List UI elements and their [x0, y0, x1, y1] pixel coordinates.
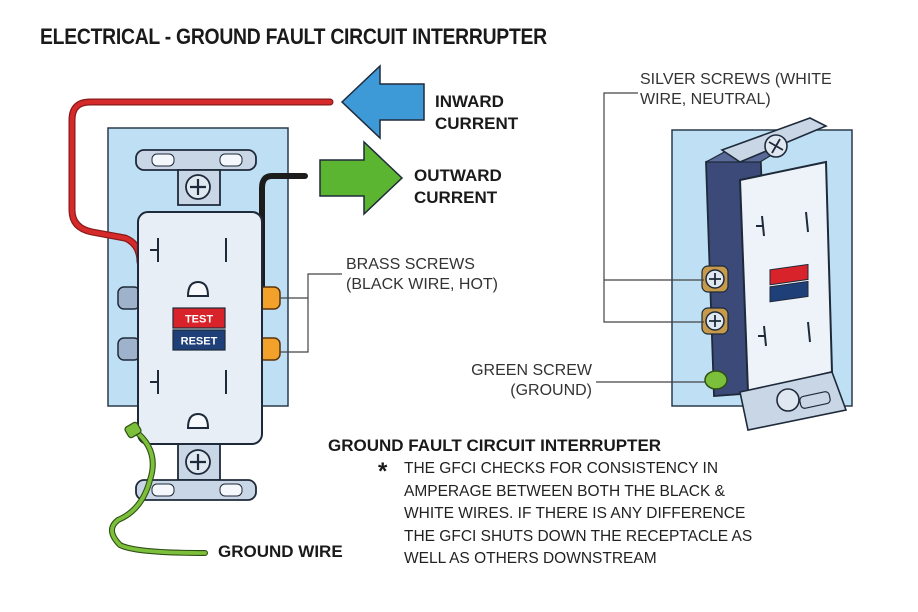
- outward-current-label: OUTWARD CURRENT: [414, 165, 502, 209]
- lower-receptacle: [150, 370, 227, 429]
- silver-screws-label-line2: WIRE, NEUTRAL): [640, 91, 771, 108]
- reset-button-angled: [769, 280, 809, 303]
- note-body: THE GFCI CHECKS FOR CONSISTENCY IN AMPER…: [404, 458, 752, 571]
- reset-button: [172, 329, 226, 351]
- test-button: [172, 307, 226, 329]
- silver-screw-left-bottom: [117, 337, 141, 361]
- inward-current-label-line2: CURRENT: [435, 114, 519, 133]
- inward-current-label: INWARD CURRENT: [435, 91, 518, 135]
- note-line-3: WHITE WIRES. IF THERE IS ANY DIFFERENCE: [404, 505, 746, 522]
- note-line-4: THE GFCI SHUTS DOWN THE RECEPTACLE AS: [404, 527, 753, 545]
- brass-screws-leader: [280, 273, 342, 353]
- outward-current-label-line2: CURRENT: [414, 188, 498, 207]
- green-screw-label: GREEN SCREW (GROUND): [452, 361, 592, 401]
- test-button-label: TEST: [185, 314, 213, 326]
- upper-receptacle: [150, 238, 227, 297]
- inward-current-label-line1: INWARD: [435, 92, 504, 111]
- test-button-angled: [769, 263, 809, 286]
- green-ground-screw-left: [124, 421, 142, 439]
- silver-screw-angled-bottom: [701, 307, 729, 335]
- green-screw-angled: [704, 370, 728, 390]
- silver-screw-left-top: [117, 286, 141, 310]
- silver-screws-label-line1: SILVER SCREWS (WHITE: [640, 71, 832, 88]
- note-line-2: AMPERAGE BETWEEN BOTH THE BLACK &: [404, 482, 725, 500]
- outward-current-arrow: [319, 140, 404, 216]
- green-screw-label-line1: GREEN SCREW: [471, 362, 592, 379]
- silver-screw-angled-top: [701, 265, 729, 293]
- angled-receptacles: [756, 211, 811, 347]
- silver-screws-leader: [603, 92, 704, 323]
- green-screw-label-line2: (GROUND): [510, 382, 592, 399]
- note-title: GROUND FAULT CIRCUIT INTERRUPTER: [328, 436, 662, 455]
- outward-current-label-line1: OUTWARD: [414, 166, 502, 185]
- reset-button-label: RESET: [181, 336, 218, 348]
- page-title: ELECTRICAL - GROUND FAULT CIRCUIT INTERR…: [40, 24, 547, 49]
- inward-current-arrow: [340, 64, 425, 140]
- brass-screws-label: BRASS SCREWS (BLACK WIRE, HOT): [346, 255, 498, 295]
- note-asterisk: *: [378, 458, 388, 485]
- brass-screws-label-line2: (BLACK WIRE, HOT): [346, 276, 499, 293]
- silver-screws-label: SILVER SCREWS (WHITE WIRE, NEUTRAL): [640, 70, 832, 110]
- black-wire: [259, 173, 308, 293]
- ground-wire-label: GROUND WIRE: [218, 542, 343, 561]
- note-line-1: THE GFCI CHECKS FOR CONSISTENCY IN: [404, 460, 719, 477]
- note-line-5: WELL AS OTHERS DOWNSTREAM: [404, 550, 657, 567]
- brass-screws-label-line1: BRASS SCREWS: [346, 256, 475, 273]
